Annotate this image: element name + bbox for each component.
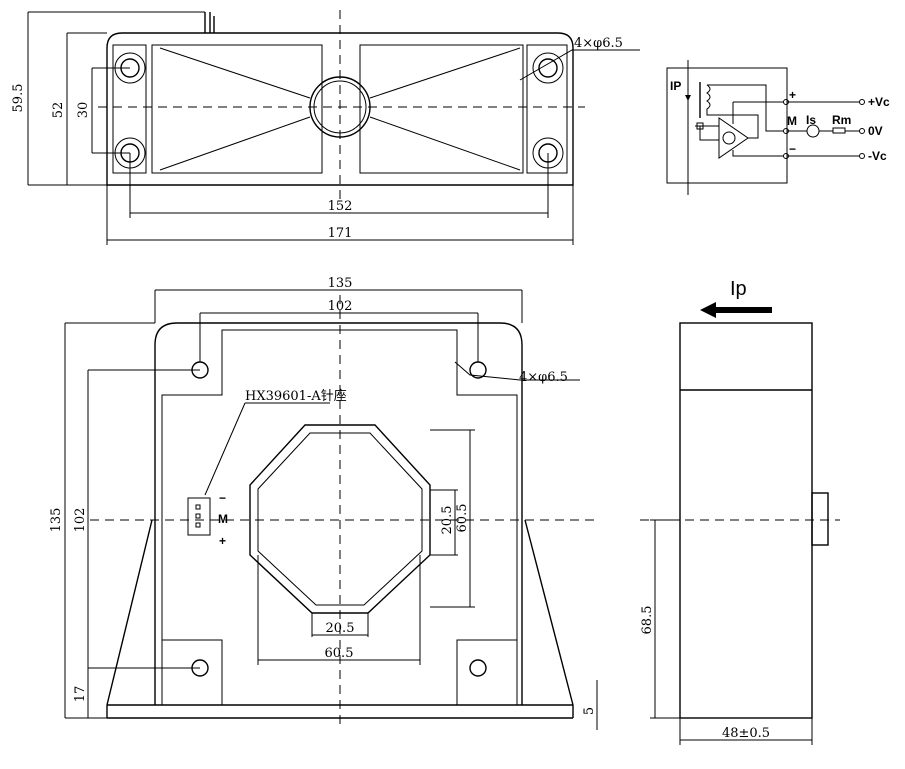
top-view: 59.5 52 30 152 171 4×φ6.5: [11, 10, 640, 245]
dim-30: 30: [76, 102, 91, 119]
side-view: Ip 68.5 48±0.5: [640, 278, 840, 745]
pin-header: [187, 497, 211, 536]
dim-5: 5: [582, 707, 597, 715]
dim-68-5: 68.5: [640, 606, 655, 635]
dim-52: 52: [51, 102, 66, 119]
label-vc-pos: +Vc: [868, 95, 890, 109]
dim-135-h: 135: [49, 508, 64, 533]
label-minus: −: [789, 142, 796, 156]
dim-102-h: 102: [73, 508, 88, 533]
mount-holes-top: [114, 52, 564, 169]
dim-60-5-w: 60.5: [325, 646, 354, 661]
dim-152: 152: [328, 199, 353, 214]
front-view: 135 102 135 102 17 5 4×φ6.5 HX39601-A针座 …: [49, 276, 600, 730]
label-m: M: [787, 114, 797, 128]
hole-note-top: 4×φ6.5: [574, 36, 623, 51]
circuit-diagram: IP + M − Is Rm +Vc 0V -Vc: [666, 60, 890, 195]
pin-plus: +: [219, 534, 226, 548]
hole-note-front: 4×φ6.5: [519, 370, 568, 385]
dim-135-w: 135: [328, 276, 353, 291]
dim-48: 48±0.5: [722, 726, 770, 741]
dim-20-5-w: 20.5: [326, 621, 355, 636]
dim-20-5-h: 20.5: [440, 506, 455, 535]
dim-102-w: 102: [328, 299, 353, 314]
dim-59-5: 59.5: [11, 84, 26, 113]
current-arrow-icon: [700, 302, 772, 318]
label-vc-neg: -Vc: [868, 149, 887, 163]
dim-60-5-h: 60.5: [455, 504, 470, 533]
label-plus: +: [789, 88, 796, 102]
pin-minus: −: [219, 491, 226, 505]
label-0v: 0V: [868, 124, 883, 138]
label-rm: Rm: [832, 113, 851, 127]
pin-m: M: [218, 512, 228, 526]
current-label: Ip: [730, 278, 747, 300]
dim-17: 17: [73, 686, 88, 703]
connector-label: HX39601-A针座: [245, 389, 347, 404]
label-ip: IP: [670, 79, 681, 93]
dim-171: 171: [328, 226, 353, 241]
label-is: Is: [806, 113, 816, 127]
